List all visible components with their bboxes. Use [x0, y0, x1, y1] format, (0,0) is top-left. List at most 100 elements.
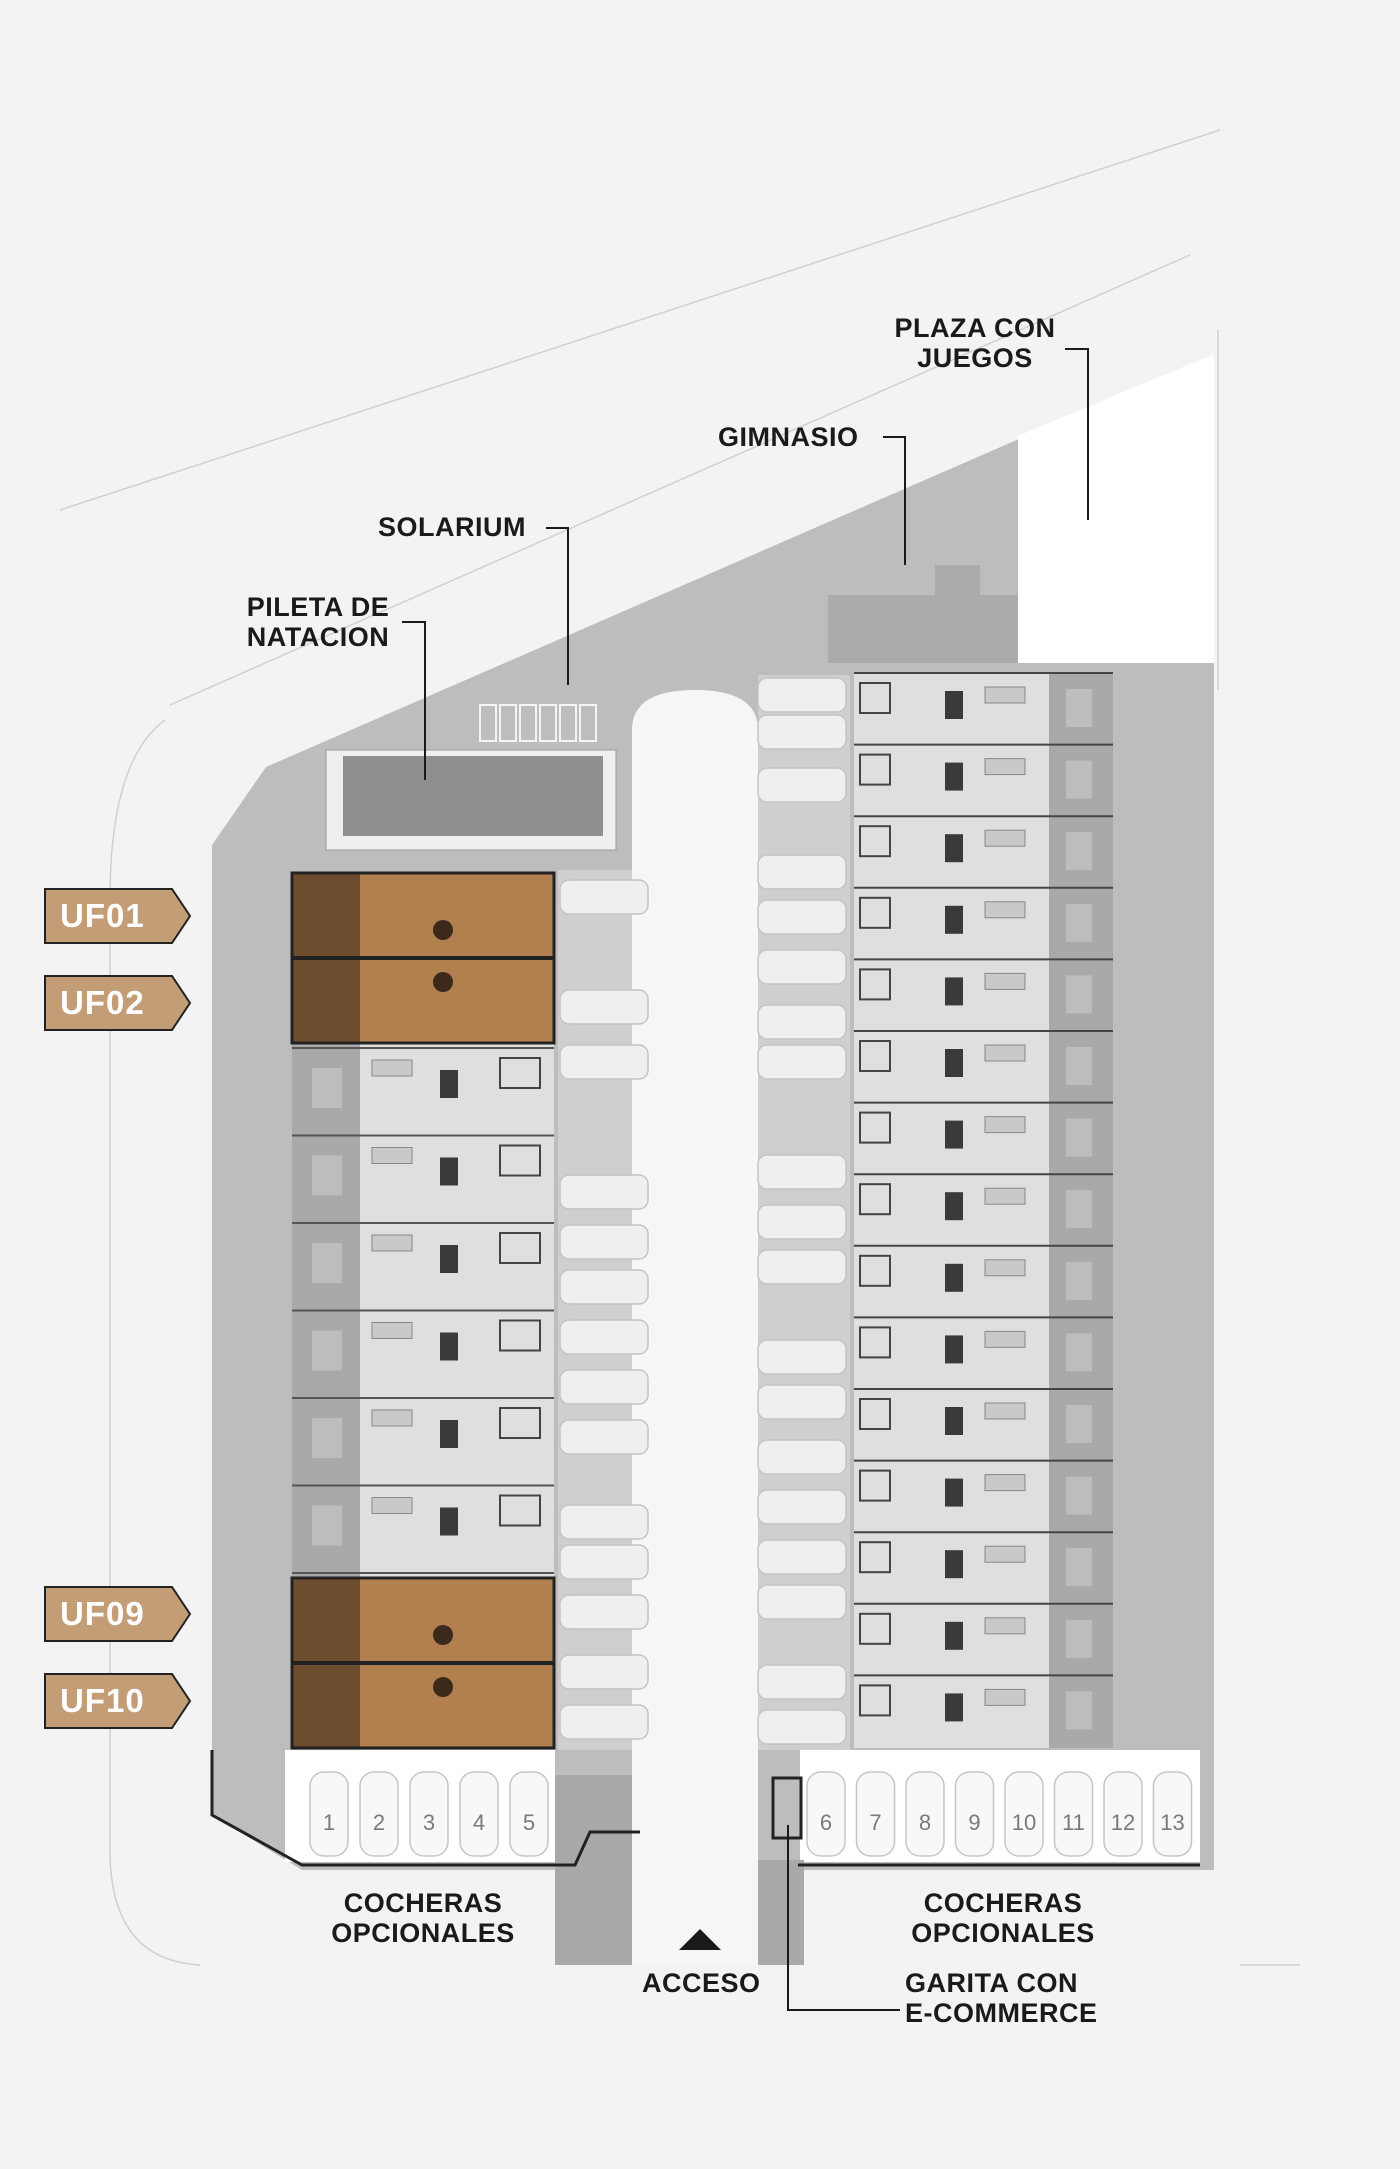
- house-unit: [854, 743, 1113, 799]
- house-unit: [292, 1047, 554, 1108]
- parking-stall: 6: [806, 1771, 846, 1857]
- parked-car: [559, 1594, 649, 1630]
- tag-shape: [44, 1673, 192, 1729]
- unit-tag-uf10[interactable]: UF10: [44, 1673, 192, 1729]
- parked-car: [757, 714, 847, 750]
- house-unit: [854, 1602, 1113, 1658]
- house-unit: [854, 1674, 1113, 1730]
- parking-stall: 3: [409, 1771, 449, 1857]
- acceso-label: ACCESO: [642, 1968, 761, 1998]
- house-unit: [854, 815, 1113, 871]
- parking-stall: 5: [509, 1771, 549, 1857]
- parked-car: [757, 677, 847, 713]
- parked-car: [559, 1704, 649, 1740]
- plaza-label-line2: JUEGOS: [917, 343, 1033, 373]
- parked-car: [757, 1539, 847, 1575]
- unit-tag-uf09[interactable]: UF09: [44, 1586, 192, 1642]
- parked-car: [559, 989, 649, 1025]
- unit-tag-label: UF02: [60, 984, 145, 1021]
- garita-label: GARITA CON E-COMMERCE: [905, 1968, 1098, 2028]
- highlight-uf09-uf10: [290, 1576, 556, 1750]
- right-house-row: [854, 672, 1113, 1730]
- stall-number: 4: [473, 1810, 485, 1835]
- perimeter-wall: [210, 1750, 640, 1867]
- parked-car: [559, 1269, 649, 1305]
- cocheras-left-label: COCHERAS OPCIONALES: [318, 1888, 528, 1948]
- acceso-arrow-icon: [679, 1929, 721, 1950]
- central-road: [632, 690, 758, 1965]
- house-unit: [854, 1244, 1113, 1300]
- parking-stall: 8: [905, 1771, 945, 1857]
- cocheras-right-label: COCHERAS OPCIONALES: [898, 1888, 1108, 1948]
- plaza-label-line1: PLAZA CON: [894, 313, 1056, 343]
- parked-car: [559, 879, 649, 915]
- house-unit: [292, 1222, 554, 1283]
- parking-stall: 13: [1152, 1771, 1193, 1857]
- house-unit: [854, 1101, 1113, 1157]
- parked-car: [757, 1154, 847, 1190]
- parked-car: [559, 1504, 649, 1540]
- unit-tag-uf02[interactable]: UF02: [44, 975, 192, 1031]
- parked-car: [757, 1664, 847, 1700]
- parked-car: [757, 1439, 847, 1475]
- unit-tag-uf01[interactable]: UF01: [44, 888, 192, 944]
- parked-car: [757, 1249, 847, 1285]
- stall-number: 6: [820, 1810, 832, 1835]
- parked-car: [559, 1319, 649, 1355]
- stall-number: 2: [373, 1810, 385, 1835]
- plaza-area: [1018, 354, 1214, 663]
- parked-car: [757, 767, 847, 803]
- pileta-de-natacion: [343, 756, 603, 836]
- parked-car: [559, 1369, 649, 1405]
- stall-number: 12: [1111, 1810, 1135, 1835]
- parked-car: [757, 1204, 847, 1240]
- leader-lines: [402, 348, 1089, 2011]
- stall-number: 8: [919, 1810, 931, 1835]
- house-unit: [292, 1484, 554, 1546]
- parked-car: [559, 1419, 649, 1455]
- parked-car: [757, 1709, 847, 1745]
- parked-car: [757, 1584, 847, 1620]
- parking-stall: 12: [1103, 1771, 1143, 1857]
- parking-stall: 10: [1004, 1771, 1044, 1857]
- parked-car: [559, 1174, 649, 1210]
- garita-label-line1: GARITA CON: [905, 1968, 1078, 1998]
- parking-stall: 4: [459, 1771, 499, 1857]
- parked-car: [757, 1384, 847, 1420]
- access-right-strip: [758, 1860, 804, 1965]
- parked-car: [559, 1044, 649, 1080]
- pileta-label-line1: PILETA DE: [246, 592, 390, 622]
- house-unit: [854, 1459, 1113, 1515]
- house-unit: [854, 1173, 1113, 1229]
- unit-tag-label: UF10: [60, 1682, 145, 1719]
- parking-stall: 7: [855, 1771, 896, 1857]
- parked-car: [559, 1224, 649, 1260]
- cocheras-right-line1: COCHERAS: [923, 1888, 1083, 1918]
- stall-number: 3: [423, 1810, 435, 1835]
- tag-shape: [44, 975, 192, 1031]
- stall-number: 13: [1160, 1810, 1184, 1835]
- access-left-strip: [555, 1775, 632, 1965]
- parking-stall: 2: [359, 1771, 399, 1857]
- stall-number: 9: [968, 1810, 980, 1835]
- cocheras-right-line2: OPCIONALES: [911, 1918, 1095, 1948]
- parked-car: [757, 854, 847, 890]
- unit-tag-label: UF09: [60, 1595, 145, 1632]
- parked-car: [559, 1544, 649, 1580]
- house-unit: [854, 958, 1113, 1014]
- parked-car: [757, 1489, 847, 1525]
- parked-car: [757, 899, 847, 935]
- parked-car: [559, 1654, 649, 1690]
- house-unit: [854, 886, 1113, 942]
- gimnasio-block: [828, 595, 1018, 663]
- house-unit: [292, 1134, 554, 1196]
- stall-number: 11: [1062, 1810, 1085, 1835]
- gimnasio-label: GIMNASIO: [718, 422, 859, 452]
- parked-car: [757, 1339, 847, 1375]
- house-unit: [854, 1388, 1113, 1443]
- parking-stall: 9: [954, 1771, 995, 1857]
- stall-number: 5: [523, 1810, 535, 1835]
- house-unit: [292, 1397, 554, 1458]
